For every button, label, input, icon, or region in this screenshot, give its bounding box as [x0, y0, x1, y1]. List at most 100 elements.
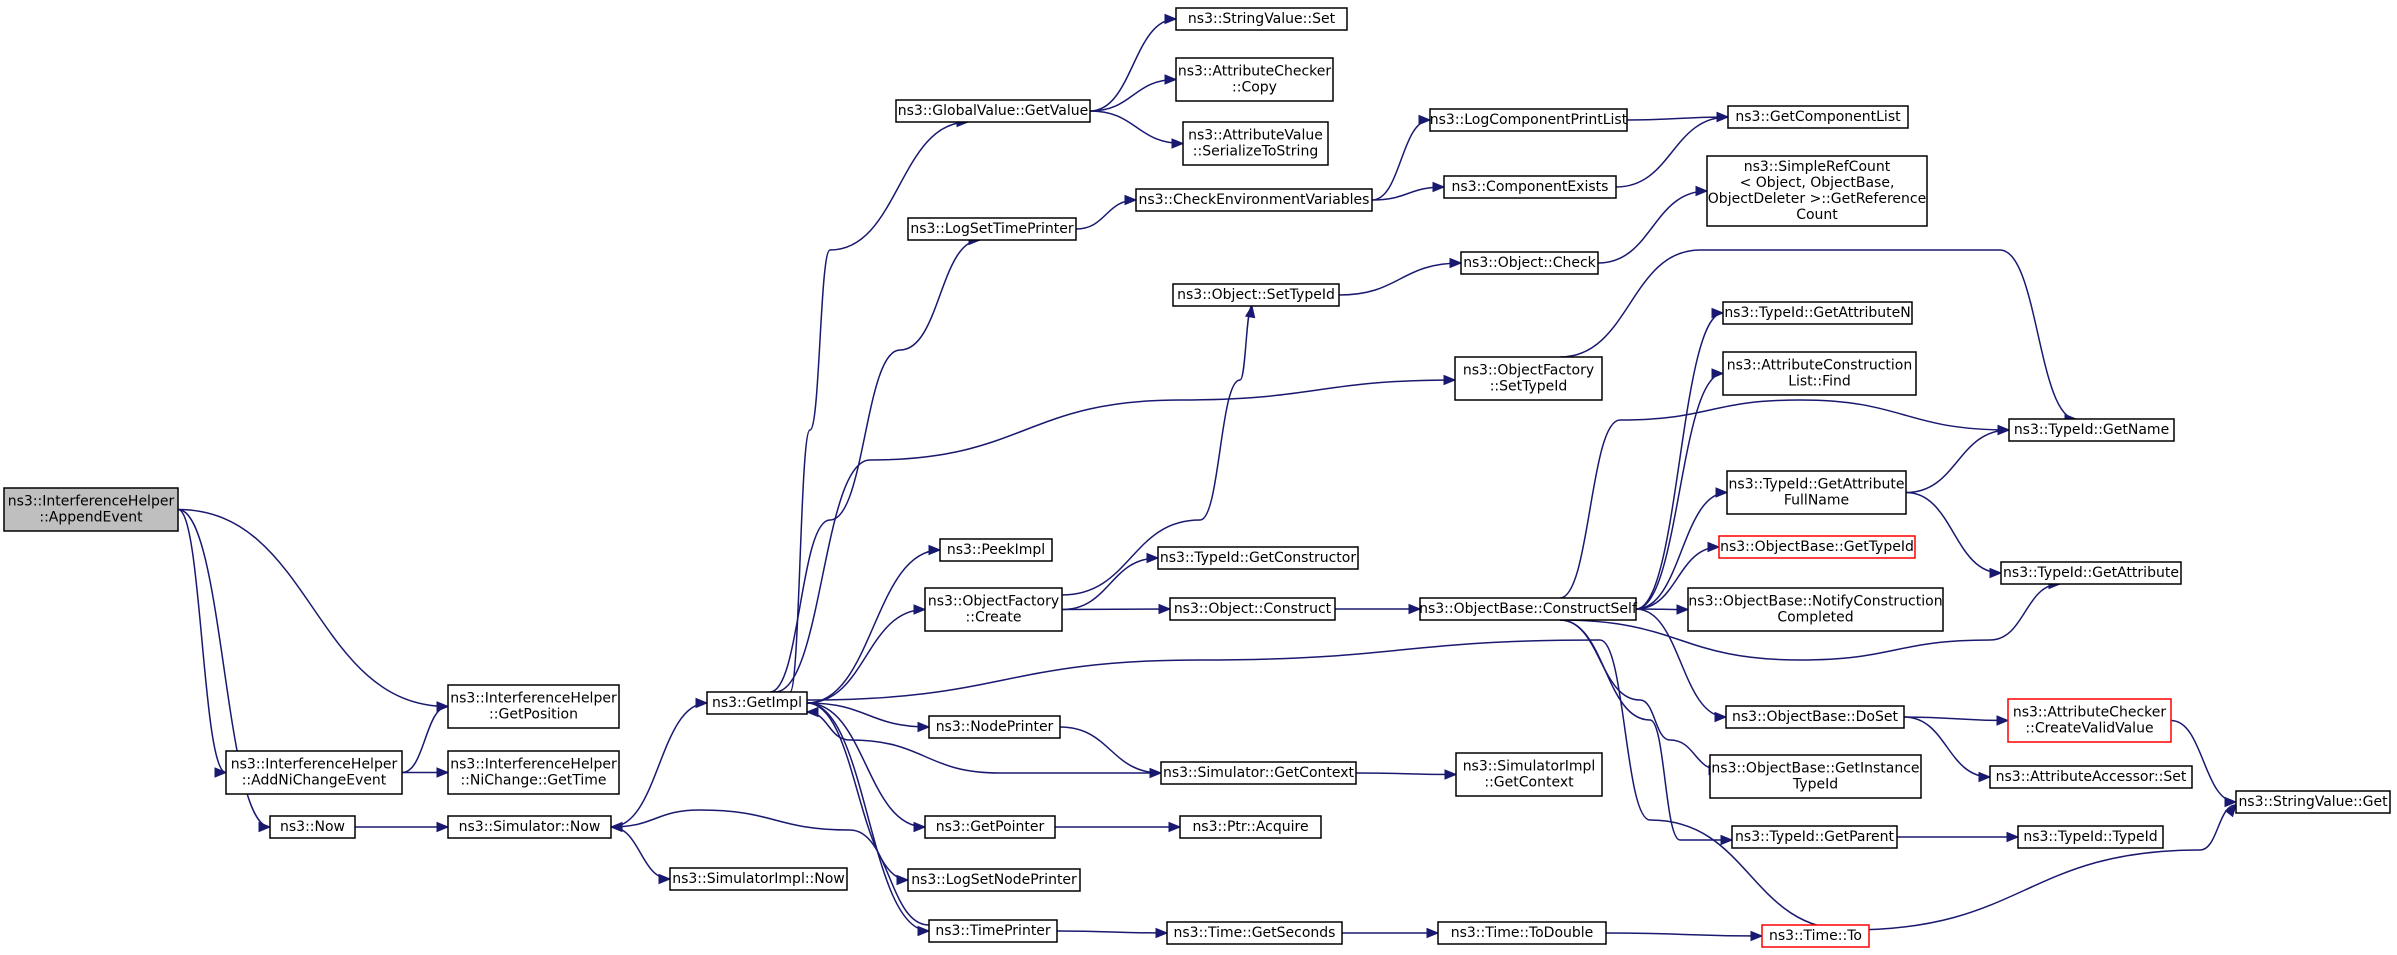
edge-object-base-construct-self-to-object-base-get-type-id: [1635, 546, 1720, 610]
node-ptr-acquire[interactable]: ns3::Ptr::Acquire: [1179, 815, 1322, 839]
edge-arrowhead-simulator-get-context-to-get-impl: [805, 706, 819, 718]
node-time-get-seconds[interactable]: ns3::Time::GetSeconds: [1166, 921, 1343, 945]
node-type-id-get-parent[interactable]: ns3::TypeId::GetParent: [1731, 825, 1898, 849]
edge-object-base-construct-self-to-object-base-do-set: [1635, 608, 1727, 718]
node-box: [928, 919, 1058, 943]
node-type-id-get-constructor[interactable]: ns3::TypeId::GetConstructor: [1157, 546, 1359, 570]
node-label: ns3::TypeId::GetConstructor: [1160, 550, 1356, 566]
node-log-component-print-list[interactable]: ns3::LogComponentPrintList: [1429, 108, 1628, 132]
node-global-value-get-value[interactable]: ns3::GlobalValue::GetValue: [895, 99, 1091, 123]
edge-arrowhead-time-printer-to-simulator-now: [609, 821, 623, 833]
node-simulator-now[interactable]: ns3::Simulator::Now: [447, 815, 612, 839]
node-label: ns3::Time::GetSeconds: [1174, 925, 1336, 941]
edge-arrowhead-add-ni-change-to-get-position: [436, 701, 450, 712]
node-object-construct[interactable]: ns3::Object::Construct: [1169, 597, 1336, 621]
node-simulator-impl-now[interactable]: ns3::SimulatorImpl::Now: [669, 867, 848, 891]
node-check-env-vars[interactable]: ns3::CheckEnvironmentVariables: [1135, 188, 1373, 212]
node-attribute-checker-create-valid[interactable]: ns3::AttributeChecker::CreateValidValue: [2007, 698, 2172, 743]
node-time-to-double[interactable]: ns3::Time::ToDouble: [1437, 921, 1607, 945]
node-append-event[interactable]: ns3::InterferenceHelper::AppendEvent: [3, 487, 179, 532]
edge-arrowhead-object-construct-to-object-base-construct-self: [1408, 603, 1422, 615]
node-label: ns3::ObjectBase::ConstructSelf: [1419, 601, 1638, 617]
node-object-base-do-set[interactable]: ns3::ObjectBase::DoSet: [1725, 705, 1905, 729]
edge-time-printer-to-simulator-now: [610, 809, 930, 926]
edge-object-base-construct-self-to-type-id-get-attribute-full-name: [1635, 491, 1728, 610]
node-component-exists[interactable]: ns3::ComponentExists: [1443, 175, 1617, 199]
node-now[interactable]: ns3::Now: [269, 815, 356, 839]
node-label: ns3::ComponentExists: [1452, 179, 1609, 195]
edge-type-id-get-attribute-full-name-to-type-id-get-name: [1905, 429, 2010, 494]
node-string-value-get[interactable]: ns3::StringValue::Get: [2235, 790, 2391, 814]
node-label: ::Create: [966, 610, 1022, 626]
node-label: ns3::GlobalValue::GetValue: [898, 103, 1088, 119]
node-box: [895, 99, 1091, 123]
node-label: ns3::SimpleRefCount: [1744, 159, 1891, 175]
node-object-base-get-type-id[interactable]: ns3::ObjectBase::GetTypeId: [1718, 535, 1916, 559]
node-label: ns3::Object::Check: [1463, 255, 1596, 271]
node-peek-impl[interactable]: ns3::PeekImpl: [939, 538, 1053, 562]
node-label: ns3::InterferenceHelper: [8, 494, 175, 510]
node-ni-change-get-time[interactable]: ns3::InterferenceHelper::NiChange::GetTi…: [447, 750, 620, 795]
node-label: ns3::ObjectFactory: [1463, 363, 1594, 379]
node-attribute-value-serialize[interactable]: ns3::AttributeValue::SerializeToString: [1182, 121, 1329, 166]
edge-time-printer-to-time-get-seconds: [1056, 930, 1168, 934]
node-get-position[interactable]: ns3::InterferenceHelper::GetPosition: [447, 684, 620, 729]
node-box: [1722, 301, 1913, 325]
node-object-check[interactable]: ns3::Object::Check: [1460, 251, 1599, 275]
node-object-factory-create[interactable]: ns3::ObjectFactory::Create: [924, 587, 1063, 632]
node-node-printer[interactable]: ns3::NodePrinter: [928, 715, 1061, 739]
node-get-pointer[interactable]: ns3::GetPointer: [924, 815, 1056, 839]
edge-append-event-to-add-ni-change: [177, 508, 227, 774]
node-object-base-notify-construction[interactable]: ns3::ObjectBase::NotifyConstructionCompl…: [1687, 587, 1944, 632]
edge-get-impl-to-node-printer: [806, 702, 930, 728]
node-type-id-type-id[interactable]: ns3::TypeId::TypeId: [2017, 825, 2164, 849]
node-get-component-list[interactable]: ns3::GetComponentList: [1727, 105, 1909, 129]
node-box: [706, 691, 808, 715]
node-label: ::AddNiChangeEvent: [242, 773, 387, 789]
node-object-factory-set-type-id[interactable]: ns3::ObjectFactory::SetTypeId: [1454, 356, 1603, 401]
node-string-value-set[interactable]: ns3::StringValue::Set: [1175, 7, 1348, 31]
edge-arrowhead-global-value-get-value-to-string-value-set: [1164, 13, 1178, 25]
node-simple-ref-count[interactable]: ns3::SimpleRefCount< Object, ObjectBase,…: [1706, 155, 1928, 227]
node-object-set-type-id[interactable]: ns3::Object::SetTypeId: [1172, 283, 1340, 307]
node-label: ns3::AttributeValue: [1188, 128, 1323, 144]
node-log-set-node-printer[interactable]: ns3::LogSetNodePrinter: [907, 868, 1081, 892]
node-attribute-checker-copy[interactable]: ns3::AttributeChecker::Copy: [1175, 57, 1334, 102]
node-type-id-get-attribute-n[interactable]: ns3::TypeId::GetAttributeN: [1722, 301, 1913, 325]
edge-arrowhead-add-ni-change-to-ni-change-get-time: [436, 767, 450, 778]
node-label: ::Copy: [1232, 80, 1277, 96]
node-type-id-get-name[interactable]: ns3::TypeId::GetName: [2008, 418, 2175, 442]
node-attribute-accessor-set[interactable]: ns3::AttributeAccessor::Set: [1989, 765, 2193, 789]
node-time-printer[interactable]: ns3::TimePrinter: [928, 919, 1058, 943]
node-box: [1725, 705, 1905, 729]
node-add-ni-change[interactable]: ns3::InterferenceHelper::AddNiChangeEven…: [225, 750, 403, 795]
node-box: [924, 815, 1056, 839]
node-label: ns3::InterferenceHelper: [450, 691, 617, 707]
edge-arrowhead-time-to-double-to-time-to: [1750, 930, 1764, 942]
edge-arrowhead-time-printer-to-time-get-seconds: [1155, 927, 1169, 939]
edge-arrowhead-object-base-construct-self-to-type-id-get-attribute-full-name: [1715, 487, 1729, 498]
node-box: [447, 684, 620, 729]
edge-add-ni-change-to-get-position: [401, 705, 449, 774]
node-box: [2235, 790, 2391, 814]
edge-get-impl-to-log-set-time-printer: [769, 239, 981, 693]
node-box: [2007, 698, 2172, 743]
node-label: ::SerializeToString: [1193, 144, 1318, 160]
node-simulator-impl-get-context[interactable]: ns3::SimulatorImpl::GetContext: [1455, 752, 1603, 797]
node-log-set-time-printer[interactable]: ns3::LogSetTimePrinter: [907, 217, 1077, 241]
node-box: [1429, 108, 1628, 132]
edge-check-env-vars-to-log-component-print-list: [1371, 119, 1431, 201]
node-get-impl[interactable]: ns3::GetImpl: [706, 691, 808, 715]
node-simulator-get-context[interactable]: ns3::Simulator::GetContext: [1160, 761, 1357, 785]
edge-time-to-double-to-time-to: [1605, 932, 1763, 937]
edge-arrowhead-append-event-to-add-ni-change: [214, 767, 228, 778]
edge-arrowhead-get-impl-to-time-printer: [917, 925, 931, 937]
node-object-base-construct-self[interactable]: ns3::ObjectBase::ConstructSelf: [1419, 597, 1638, 621]
node-time-to[interactable]: ns3::Time::To: [1761, 924, 1870, 948]
node-type-id-get-attribute[interactable]: ns3::TypeId::GetAttribute: [2000, 561, 2182, 585]
edge-arrowhead-object-check-to-simple-ref-count: [1695, 185, 1709, 197]
node-label: ns3::ObjectBase::DoSet: [1732, 709, 1898, 725]
